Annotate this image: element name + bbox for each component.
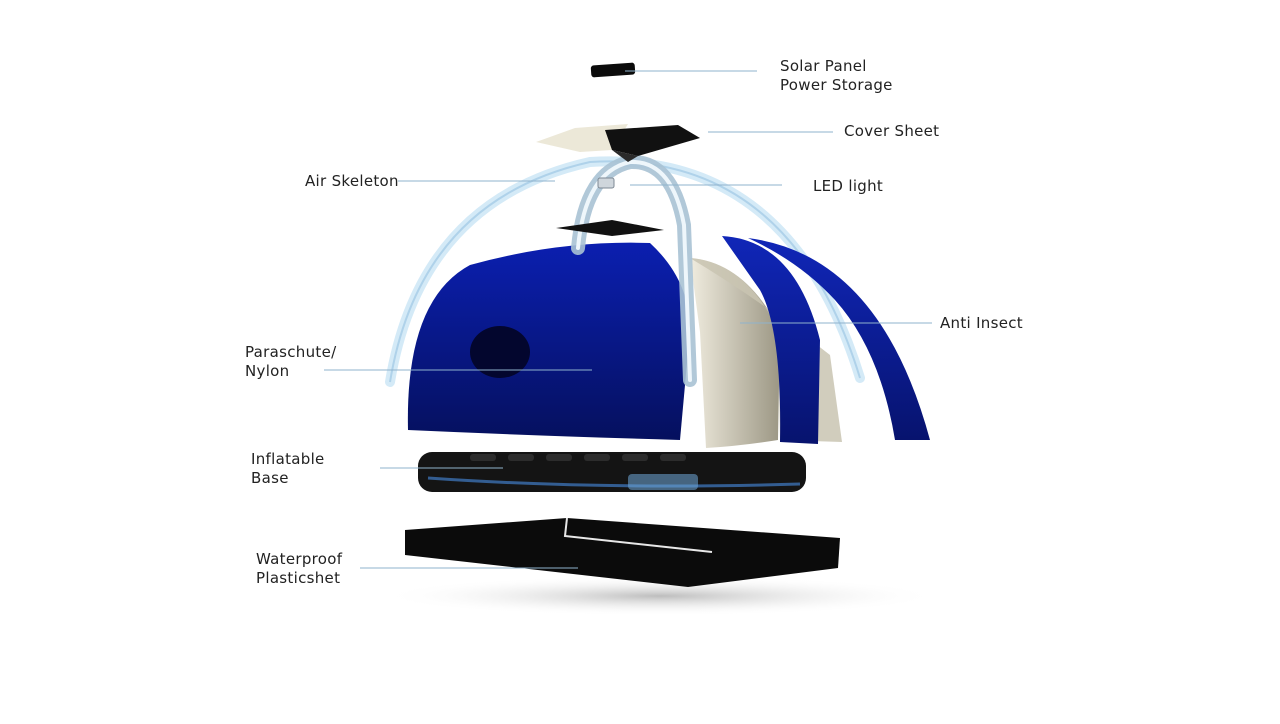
shelf-sheet [556,220,664,236]
parachute-nylon-dome [407,242,690,440]
label-waterproof-plasticsheet: Waterproof Plasticshet [256,550,342,588]
led-light-part [597,177,615,189]
label-waterproof-line2: Plasticshet [256,569,341,587]
label-anti-insect-line1: Anti Insect [940,314,1023,332]
solar-panel-part [590,62,636,78]
label-inflatable-base-line1: Inflatable [251,450,325,468]
label-parachute-nylon: Paraschute/ Nylon [245,343,336,381]
label-led-light: LED light [813,177,883,196]
floor-shadow [380,576,940,616]
label-parachute-nylon-line1: Paraschute/ [245,343,337,361]
anti-insect-panel [690,258,780,448]
label-inflatable-base: Inflatable Base [251,450,325,488]
label-cover-sheet-line1: Cover Sheet [844,122,940,140]
dome-window [470,326,530,378]
waterproof-plasticsheet-part [405,517,840,587]
cover-sheet-part [536,124,700,162]
nylon-flap-1 [722,236,820,444]
label-inflatable-base-line2: Base [251,469,289,487]
label-parachute-nylon-line2: Nylon [245,362,290,380]
label-led-light-line1: LED light [813,177,884,195]
label-air-skeleton-line1: Air Skeleton [305,172,399,190]
nylon-flap-2 [748,238,930,440]
label-waterproof-line1: Waterproof [256,550,343,568]
label-solar-panel-line2: Power Storage [780,76,893,94]
label-air-skeleton: Air Skeleton [305,172,399,191]
inflatable-base-part [418,452,806,492]
label-anti-insect: Anti Insect [940,314,1023,333]
label-cover-sheet: Cover Sheet [844,122,939,141]
label-solar-panel: Solar Panel Power Storage [780,57,893,95]
label-solar-panel-line1: Solar Panel [780,57,867,75]
